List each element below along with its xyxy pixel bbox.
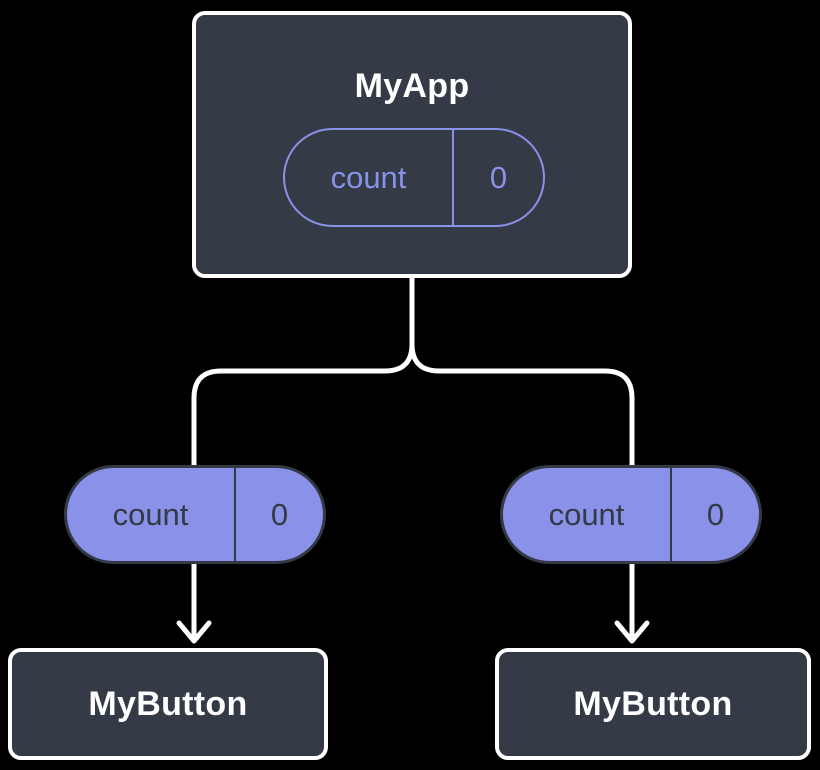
mybutton-node-right: MyButton: [495, 648, 811, 760]
myapp-node: MyApp count 0: [192, 11, 632, 278]
prop-value-label: 0: [706, 496, 725, 532]
prop-name-label: count: [112, 496, 189, 532]
prop-pill-left: count 0: [64, 465, 326, 564]
mybutton-node-left: MyButton: [8, 648, 328, 760]
prop-pill-right: count 0: [500, 465, 762, 564]
right-arrowhead-down-icon: [614, 620, 650, 644]
left-arrowhead-down-icon: [176, 620, 212, 644]
myapp-state-pill: count 0: [283, 128, 545, 227]
pill-divider: [452, 130, 454, 225]
left-branch-connector: [191, 275, 415, 469]
state-value-label: 0: [489, 159, 508, 195]
pill-divider: [234, 468, 236, 561]
prop-name-label: count: [548, 496, 625, 532]
prop-value-label: 0: [270, 496, 289, 532]
myapp-title: MyApp: [354, 67, 470, 105]
pill-divider: [670, 468, 672, 561]
mybutton-title: MyButton: [573, 684, 733, 723]
mybutton-title: MyButton: [88, 684, 248, 723]
right-branch-connector: [409, 275, 635, 469]
state-name-label: count: [330, 159, 407, 195]
